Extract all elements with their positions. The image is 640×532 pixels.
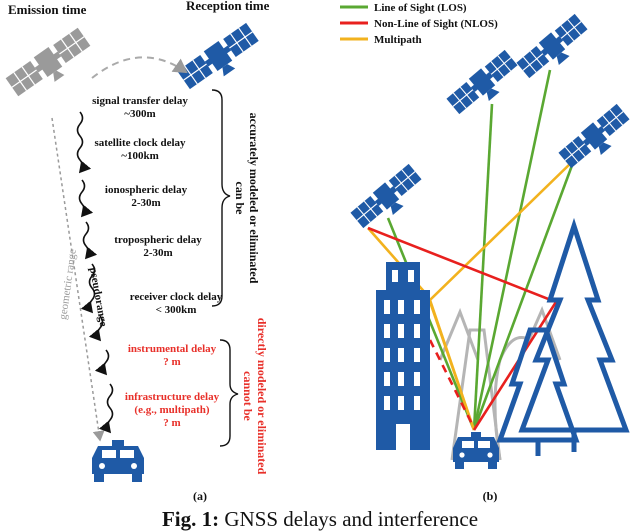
delay-value: 2-30m (131, 197, 160, 209)
car-icon (453, 432, 499, 469)
caption-prefix: Fig. 1: (161, 507, 220, 531)
delay-value: ~100km (121, 150, 159, 162)
geometric-range-label: geometric range (57, 248, 79, 320)
car-icon (92, 440, 144, 482)
figure-caption: Fig. 1: GNSS delays and interference (0, 507, 640, 532)
delay-value: ? m (163, 356, 180, 368)
bracket-unmodeled-line1: cannot be (241, 371, 255, 421)
delay-value: < 300km (156, 304, 197, 316)
satellite-blue-icon (177, 22, 259, 90)
legend-label: Multipath (374, 34, 422, 46)
caption-text: GNSS delays and interference (224, 507, 479, 531)
delay-name: tropospheric delay (114, 234, 202, 246)
los-line (386, 217, 476, 431)
emission-time-label: Emission time (8, 2, 87, 17)
signal-path-arc (91, 56, 188, 79)
delay-value: 2-30m (143, 247, 172, 259)
legend-label: Non-Line of Sight (NLOS) (374, 18, 498, 30)
los-line (472, 69, 552, 431)
satellite-blue-icon (558, 103, 630, 169)
delay-value: ~300m (124, 108, 155, 120)
delay-name: instrumental delay (128, 343, 217, 355)
panel-label-a: (a) (193, 489, 207, 503)
los-line (472, 103, 494, 431)
satellite-blue-icon (350, 163, 422, 229)
geometric-range-line (51, 117, 105, 442)
delay-name: satellite clock delay (94, 137, 186, 149)
satellite-grey-icon (5, 27, 91, 97)
bracket-unmodeled-line2: directly modeled or eliminated (255, 318, 269, 475)
legend: Line of Sight (LOS) Non-Line of Sight (N… (340, 2, 498, 46)
pseudorange-chain (76, 111, 114, 434)
panel-label-b: (b) (483, 489, 498, 503)
tree-icon (496, 327, 580, 456)
delay-name: receiver clock delay (130, 291, 223, 303)
bracket-unmodeled (219, 339, 239, 447)
delay-list: signal transfer delay ~300m satellite cl… (92, 95, 223, 429)
building-icon (376, 262, 430, 450)
satellite-blue-icon (446, 49, 518, 115)
reception-time-label: Reception time (186, 0, 270, 13)
nlos-line-dashed (428, 339, 474, 425)
legend-label: Line of Sight (LOS) (374, 2, 467, 14)
bracket-modeled (211, 89, 231, 307)
pseudorange-label: pseudorange (87, 266, 109, 327)
los-line (472, 159, 576, 431)
delay-name: ionospheric delay (105, 184, 188, 196)
delay-value: ? m (163, 417, 180, 429)
bracket-modeled-line2: accurately modeled or eliminated (247, 113, 261, 284)
delay-name: signal transfer delay (92, 95, 188, 107)
satellite-blue-icon (516, 13, 588, 79)
delay-sub: (e.g., multipath) (134, 404, 210, 416)
delay-name: infrastructure delay (125, 391, 220, 403)
bracket-modeled-line1: can be (233, 182, 247, 216)
